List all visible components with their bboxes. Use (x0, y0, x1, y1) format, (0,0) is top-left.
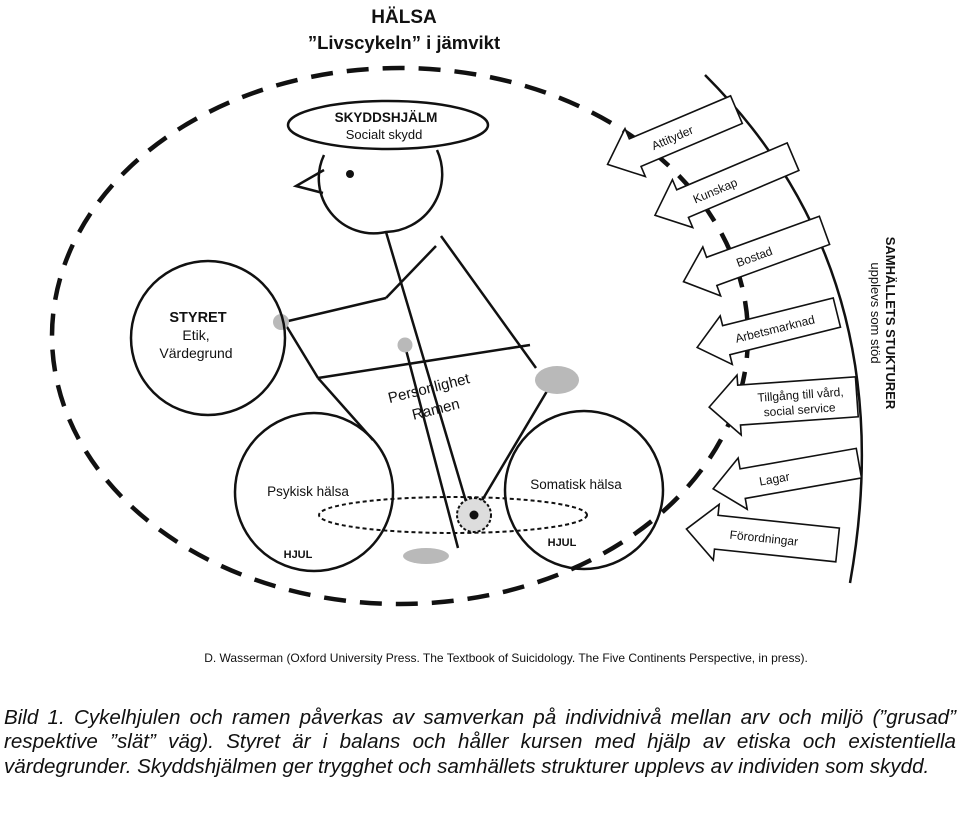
society-subtitle: upplevs som stöd (868, 262, 883, 363)
left-wheel (233, 411, 395, 573)
left-wheel-label: Psykisk hälsa (267, 484, 349, 499)
society-boundary-arc (704, 74, 864, 584)
arrow-vard: Tillgång till vård, social service (708, 373, 860, 437)
road-ellipse (318, 496, 588, 534)
left-wheel-tag: HJUL (284, 549, 313, 561)
right-wheel-tag: HJUL (548, 537, 577, 549)
right-wheel-label: Somatisk hälsa (530, 477, 622, 492)
arrow-label-lagar: Lagar (758, 470, 791, 489)
handlebar-line2: Värdegrund (159, 345, 232, 361)
helmet-ellipse (286, 99, 490, 151)
arrow-forordningar: Förordningar (685, 502, 841, 563)
handlebar-line1: Etik, (182, 327, 209, 343)
diagram-title: HÄLSA (371, 7, 437, 28)
knee-joint (397, 337, 413, 353)
arrow-bostad: Bostad (682, 215, 831, 298)
pedal (403, 548, 449, 564)
arrow-kunskap: Kunskap (653, 141, 800, 229)
helmet-subtitle: Socialt skydd (346, 127, 423, 142)
arrow-label-vard-line1: Tillgång till vård, (757, 385, 844, 405)
diagram-subtitle: ”Livscykeln” i jämvikt (308, 32, 500, 53)
arrow-label-vard-line2: social service (763, 400, 836, 419)
seat (535, 366, 579, 394)
helmet-title: SKYDDSHJÄLM (335, 110, 438, 125)
handlebar-title: STYRET (169, 310, 226, 326)
crank-hub (456, 497, 492, 533)
society-title: SAMHÄLLETS STUKTURER (883, 237, 898, 410)
source-reference: D. Wasserman (Oxford University Press. T… (204, 651, 808, 665)
right-wheel (503, 409, 665, 571)
rider-head (292, 149, 444, 235)
arrow-lagar: Lagar (711, 447, 863, 511)
figure-caption: Bild 1. Cykelhjulen och ramen påverkas a… (4, 706, 956, 778)
arrow-arbetsmarknad: Arbetsmarknad (695, 297, 842, 366)
handlebar-circle (129, 259, 287, 417)
